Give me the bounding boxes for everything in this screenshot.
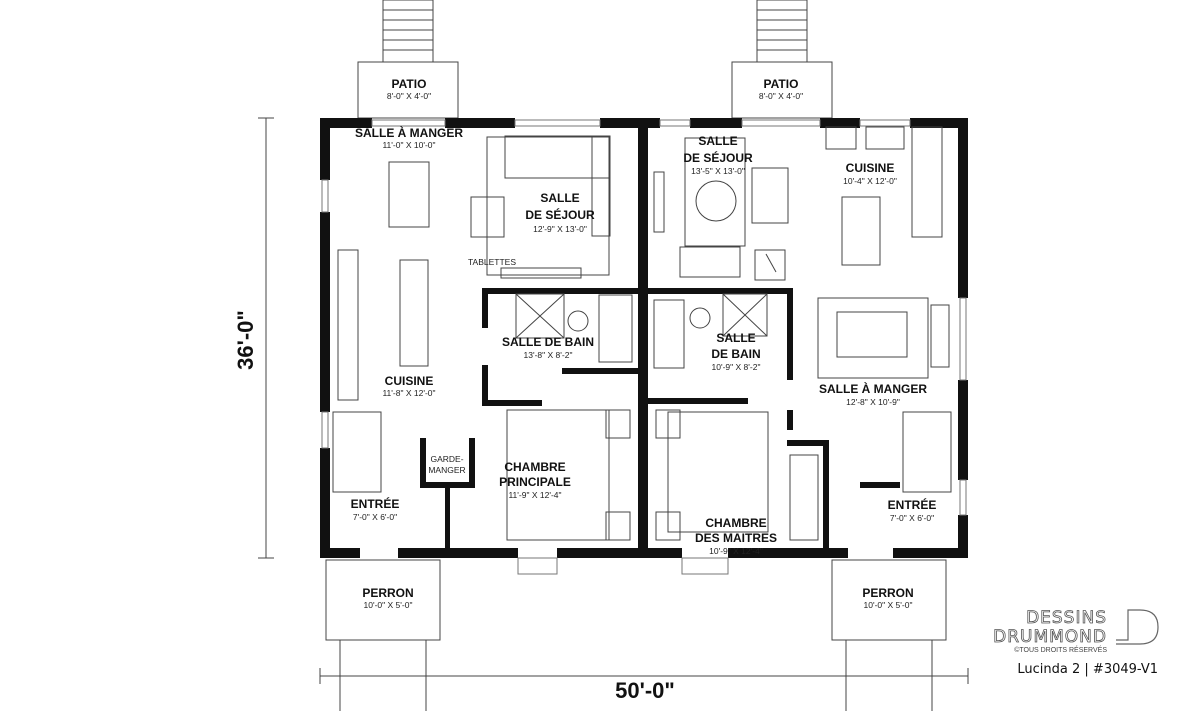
right-living-label-2: DE SÉJOUR (683, 150, 753, 165)
exterior-walls (320, 118, 968, 558)
left-living-size: 12'-9" X 13'-0" (533, 224, 587, 234)
porch-left (325, 559, 441, 711)
right-porch-size: 10'-0" X 5'-0" (864, 600, 913, 610)
left-dining-label: SALLE À MANGER (355, 125, 463, 140)
left-kitchen-size: 11'-8" X 12'-0" (382, 388, 435, 398)
left-bath-label: SALLE DE BAIN (502, 335, 594, 349)
left-entry-size: 7'-0" X 6'-0" (353, 512, 397, 522)
right-bedroom-size: 10'-9" X 12'-4" (709, 546, 763, 556)
rear-stairs-left (382, 0, 434, 63)
left-kitchen-label: CUISINE (385, 374, 434, 388)
left-living-label-2: DE SÉJOUR (525, 207, 595, 222)
pantry-label-1: GARDE- (430, 454, 463, 464)
right-bedroom-label-1: CHAMBRE (705, 516, 766, 530)
rear-stairs-right (756, 0, 808, 63)
patio-right (731, 61, 833, 119)
dimension-lines (258, 117, 969, 684)
left-patio-label: PATIO (392, 77, 427, 91)
left-dining-size: 11'-0" X 10'-0" (382, 140, 435, 150)
right-bath-size: 10'-9" X 8'-2" (712, 362, 761, 372)
left-bath-size: 13'-8" X 8'-2" (524, 350, 573, 360)
right-patio-size: 8'-0" X 4'-0" (759, 91, 803, 101)
right-entry-label: ENTRÉE (888, 497, 937, 512)
furniture (332, 126, 952, 541)
left-porch-size: 10'-0" X 5'-0" (364, 600, 413, 610)
right-kitchen-label: CUISINE (846, 161, 895, 175)
copyright: ©TOUS DROITS RÉSERVÉS (1014, 645, 1107, 654)
left-bedroom-label-2: PRINCIPALE (499, 475, 571, 489)
right-dining-label: SALLE À MANGER (819, 381, 927, 396)
right-living-size: 13'-5" X 13'-0" (691, 166, 745, 176)
porch-right (831, 559, 947, 711)
left-living-label-1: SALLE (540, 191, 579, 205)
right-living-label-1: SALLE (698, 134, 737, 148)
brand-logo: DESSINS DRUMMOND ©TOUS DROITS RÉSERVÉS (993, 608, 1159, 654)
width-dimension: 50'-0" (615, 678, 675, 703)
left-bedroom-size: 11'-9" X 12'-4" (508, 490, 561, 500)
right-porch-label: PERRON (862, 586, 913, 600)
right-bedroom-label-2: DES MAITRES (695, 531, 777, 545)
brand-d-icon (1116, 609, 1159, 645)
brand-line-2: DRUMMOND (993, 627, 1107, 647)
right-bath-label-1: SALLE (716, 331, 755, 345)
left-bedroom-label-1: CHAMBRE (504, 460, 565, 474)
depth-dimension: 36'-0" (233, 310, 258, 370)
model-name: Lucinda 2 | #3049-V1 (1017, 662, 1158, 677)
pantry-label-2: MANGER (428, 465, 465, 475)
right-kitchen-size: 10'-4" X 12'-0" (843, 176, 897, 186)
right-dining-size: 12'-8" X 10'-9" (846, 397, 900, 407)
left-patio-size: 8'-0" X 4'-0" (387, 91, 431, 101)
patio-left (357, 61, 459, 119)
left-entry-label: ENTRÉE (351, 496, 400, 511)
windows (321, 119, 967, 575)
right-entry-size: 7'-0" X 6'-0" (890, 513, 934, 523)
right-patio-label: PATIO (764, 77, 799, 91)
interior-walls (420, 288, 900, 548)
shelves-label: TABLETTES (468, 257, 516, 267)
brand-line-1: DESSINS (1026, 608, 1107, 628)
left-porch-label: PERRON (362, 586, 413, 600)
right-bath-label-2: DE BAIN (711, 347, 760, 361)
